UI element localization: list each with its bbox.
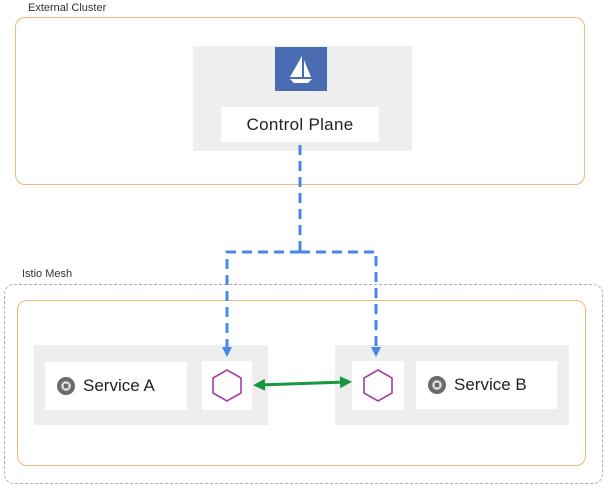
istio-logo-icon [275,47,327,91]
service-a-label: Service A [83,376,155,395]
service-b-label: Service B [454,375,527,394]
service-mesh-link [253,376,352,391]
service-b-box: Service B [416,361,557,409]
istio-mesh-label: Istio Mesh [22,268,73,280]
proxy-b-hexagon-icon [363,369,393,402]
istio-mesh-box [4,284,603,484]
proxy-a-box [202,361,252,410]
chip-icon [428,376,446,394]
control-link-to-proxy-b [300,250,381,357]
control-link-to-proxy-a [222,250,300,357]
external-cluster-label: External Cluster [28,2,107,14]
service-a-box: Service A [45,362,187,410]
proxy-b-box [352,361,404,410]
proxy-a-hexagon-icon [212,369,242,402]
control-plane-label: Control Plane [221,107,379,142]
chip-icon [57,377,75,395]
